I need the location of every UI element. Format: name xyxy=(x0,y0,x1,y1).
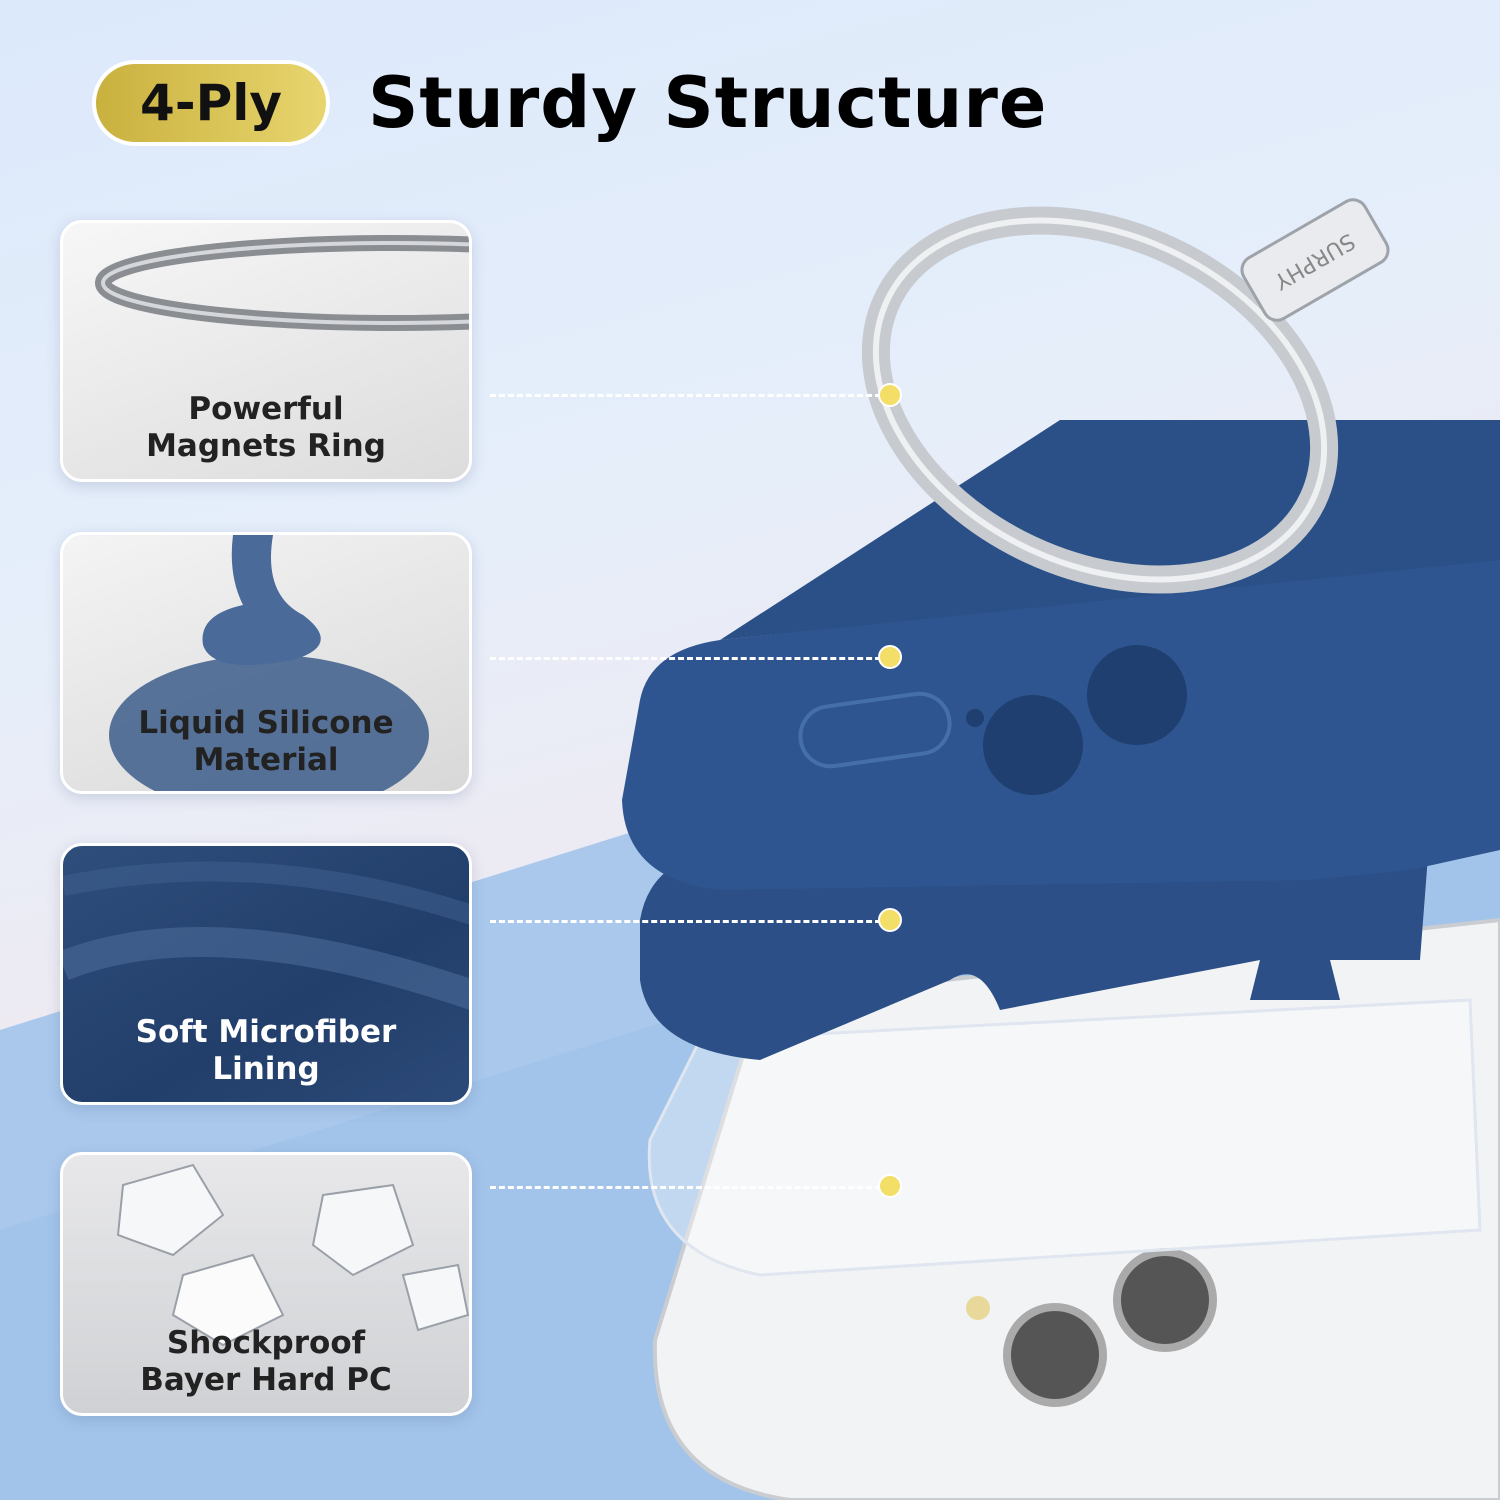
layer-label-line1: Liquid Silicone xyxy=(138,705,394,741)
camera-lens xyxy=(1003,1303,1107,1407)
connector-dot xyxy=(878,908,902,932)
connector-dot xyxy=(878,383,902,407)
connector-line xyxy=(490,920,890,923)
layer-label-line2: Bayer Hard PC xyxy=(140,1362,392,1398)
layer-label-line2: Magnets Ring xyxy=(146,428,386,464)
layer-label-line1: Soft Microfiber xyxy=(135,1014,397,1050)
layer-label-line1: Powerful xyxy=(188,391,344,427)
ply-badge: 4-Ply xyxy=(92,60,330,146)
layer-label-line2: Material xyxy=(193,742,339,778)
connector-dot xyxy=(878,645,902,669)
pc-shell xyxy=(647,998,1482,1277)
layer-card-magnets: Powerful Magnets Ring xyxy=(60,220,472,482)
magnet-ring: SURPHY xyxy=(861,198,1390,594)
microfiber-icon xyxy=(63,861,469,1010)
phone xyxy=(652,917,1500,1500)
camera-cutout xyxy=(1087,645,1187,745)
connector-line xyxy=(490,1186,890,1189)
connector-dot xyxy=(878,1174,902,1198)
page-title: Sturdy Structure xyxy=(368,62,1048,144)
layer-card-silicone: Liquid Silicone Material xyxy=(60,532,472,794)
camera-cutout xyxy=(983,695,1083,795)
crystal-icon xyxy=(116,1163,469,1347)
magnet-ring-icon xyxy=(95,235,469,331)
connector-line xyxy=(490,657,890,660)
layer-card-microfiber: Soft Microfiber Lining xyxy=(60,843,472,1105)
silicone-icon xyxy=(109,535,429,791)
layer-card-pc: Shockproof Bayer Hard PC xyxy=(60,1152,472,1416)
connector-line xyxy=(490,394,890,397)
silicone-case xyxy=(622,420,1500,890)
layer-label-line1: Shockproof xyxy=(166,1325,366,1361)
camera-lens xyxy=(1113,1248,1217,1352)
layer-label-line2: Lining xyxy=(212,1051,320,1087)
